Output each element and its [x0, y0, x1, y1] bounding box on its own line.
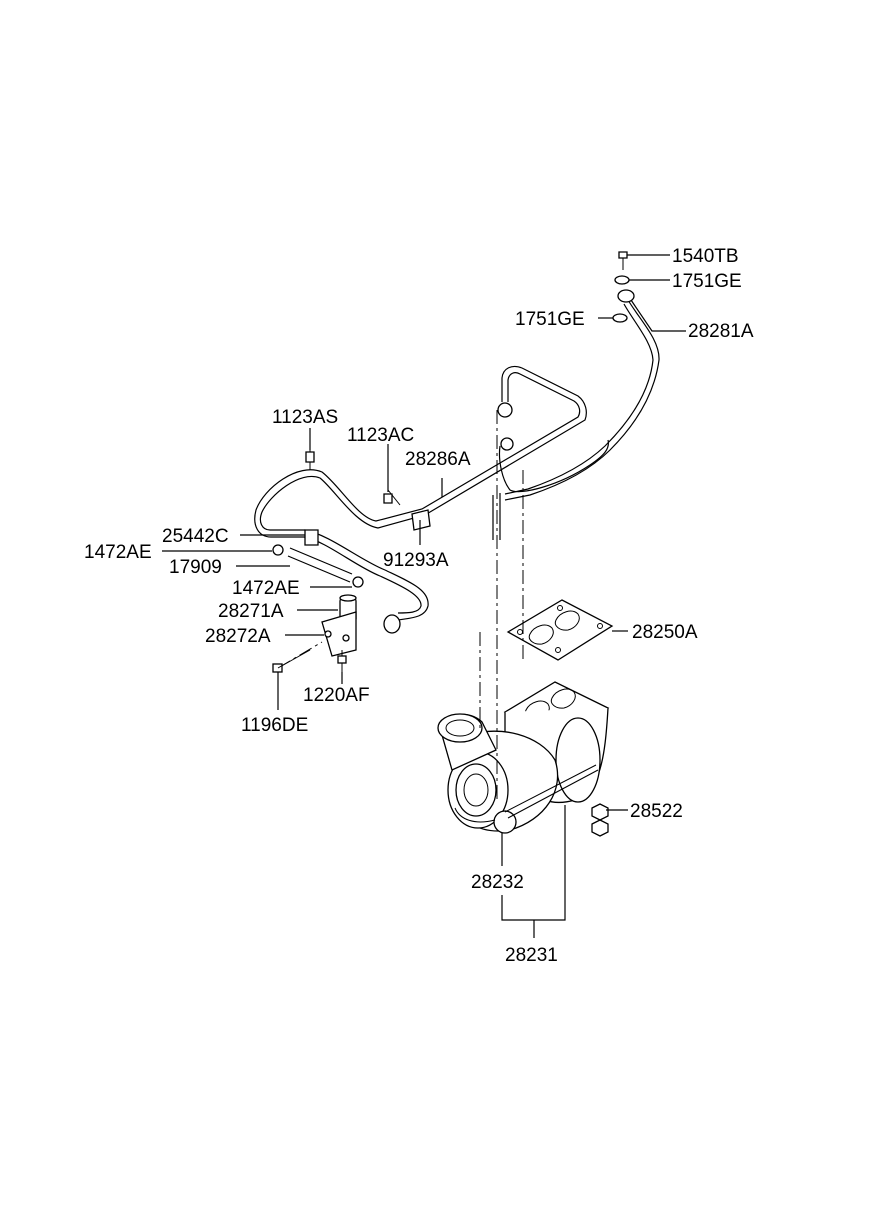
label-28286A: 28286A — [405, 449, 471, 470]
upper-banjo-eye — [497, 402, 513, 418]
clip-1472AE-b — [352, 576, 364, 588]
label-1751GE-left: 1751GE — [515, 309, 585, 330]
gasket-28250A — [506, 599, 614, 661]
label-91293A: 91293A — [383, 550, 449, 571]
leader-lines — [162, 254, 686, 938]
label-28522: 28522 — [630, 801, 683, 822]
label-28272A: 28272A — [205, 626, 271, 647]
bolt-1220AF — [337, 650, 347, 672]
bolt-1123AS — [305, 448, 315, 470]
label-28281A: 28281A — [688, 321, 754, 342]
connector-25442C — [304, 529, 319, 546]
bolt-1123AC — [383, 489, 401, 506]
label-1540TB: 1540TB — [672, 246, 739, 267]
label-1751GE-top: 1751GE — [672, 271, 742, 292]
pipe-28286A — [254, 365, 610, 634]
label-1472AE-b: 1472AE — [232, 578, 300, 599]
label-25442C: 25442C — [162, 526, 229, 547]
lower-banjo-eye — [500, 437, 514, 451]
part-labels: 1540TB 1751GE 1751GE 28281A 1123AS 1123A… — [84, 246, 754, 966]
turbocharger-28231 — [437, 681, 610, 834]
hose-17909 — [287, 547, 353, 583]
bracket-28272A — [321, 611, 357, 657]
label-1196DE: 1196DE — [241, 715, 308, 736]
nut-28522 — [591, 803, 609, 837]
label-17909: 17909 — [169, 557, 222, 578]
label-28231: 28231 — [505, 945, 558, 966]
label-1123AC: 1123AC — [347, 425, 414, 446]
washer-1751GE-left — [612, 313, 628, 323]
banjo-bolt-1540TB — [618, 251, 628, 270]
label-1220AF: 1220AF — [303, 685, 370, 706]
label-28271A: 28271A — [218, 601, 284, 622]
hose-end-fitting — [383, 614, 401, 634]
oil-feed-pipe-28281A — [504, 299, 660, 501]
clamp-91293A — [411, 509, 431, 531]
label-1123AS: 1123AS — [272, 407, 338, 428]
label-1472AE-a: 1472AE — [84, 542, 152, 563]
banjo-fitting — [617, 289, 635, 303]
washer-1751GE-top — [614, 275, 630, 285]
label-28232: 28232 — [471, 872, 524, 893]
bolt-1196DE — [272, 649, 311, 673]
clip-1472AE-a — [272, 544, 284, 556]
label-28250A: 28250A — [632, 622, 698, 643]
assembly-line-4 — [277, 641, 323, 669]
